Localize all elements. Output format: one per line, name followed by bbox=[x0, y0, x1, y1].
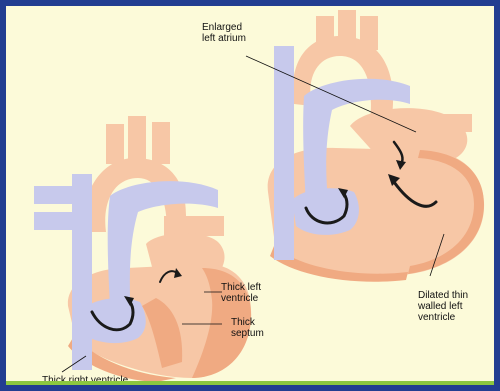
left-heart-branch-2 bbox=[128, 116, 146, 162]
label-thick-septum-line2: septum bbox=[231, 328, 264, 339]
label-enlarged-left-atrium: Enlarged left atrium bbox=[202, 22, 246, 44]
label-enlarged-left-atrium-line1: Enlarged bbox=[202, 22, 246, 33]
left-heart-pulmonary-right bbox=[164, 216, 224, 236]
left-heart-pulmonary-trunk-left bbox=[34, 186, 88, 204]
label-dilated-left-ventricle-line2: walled left bbox=[418, 301, 468, 312]
right-heart-pulmonary-vein bbox=[410, 114, 472, 132]
right-heart-vena-cava bbox=[274, 46, 294, 260]
label-thick-septum-line1: Thick bbox=[231, 317, 264, 328]
label-thick-left-ventricle: Thick left ventricle bbox=[221, 282, 261, 304]
label-thick-left-ventricle-line2: ventricle bbox=[221, 293, 261, 304]
left-heart-branch-3 bbox=[152, 122, 170, 164]
left-heart-branch-1 bbox=[106, 124, 124, 164]
hypertrophic-heart bbox=[34, 116, 251, 382]
right-heart-branch-1 bbox=[316, 16, 334, 50]
left-heart-right-chambers bbox=[82, 298, 146, 343]
right-heart-branch-3 bbox=[360, 16, 378, 50]
label-dilated-left-ventricle-line1: Dilated thin bbox=[418, 290, 468, 301]
label-thick-right-ventricle-line1: Thick right ventricle bbox=[42, 375, 128, 386]
left-heart-pulmonary-branch bbox=[34, 212, 80, 230]
right-heart-branch-2 bbox=[338, 10, 356, 50]
right-heart-right-chambers bbox=[292, 188, 359, 235]
label-dilated-left-ventricle-line3: ventricle bbox=[418, 312, 468, 323]
dilated-heart bbox=[268, 10, 484, 282]
label-dilated-left-ventricle: Dilated thin walled left ventricle bbox=[418, 290, 468, 323]
label-enlarged-left-atrium-line2: left atrium bbox=[202, 33, 246, 44]
label-thick-right-ventricle: Thick right ventricle bbox=[42, 375, 128, 386]
label-thick-left-ventricle-line1: Thick left bbox=[221, 282, 261, 293]
label-thick-septum: Thick septum bbox=[231, 317, 264, 339]
